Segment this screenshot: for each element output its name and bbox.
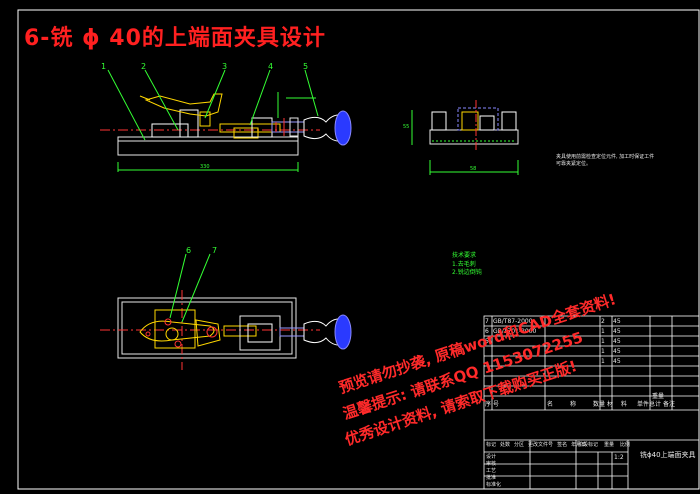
part-label-7: 7: [212, 246, 218, 255]
part-label-3: 3: [222, 62, 228, 71]
bom-header-9: 备注: [663, 401, 676, 408]
note-line-2: 可靠夹紧定位。: [556, 161, 592, 167]
part-label-6: 6: [186, 246, 192, 255]
bom-header-5: 数量: [593, 401, 606, 408]
bom-rows: 7 GB/T87-2000 2 45 6 GB/T701-2000 1 45 5…: [485, 317, 699, 367]
tb-row: 审核: [486, 461, 497, 467]
bom-no: 5: [485, 338, 489, 345]
bom-mat: 45: [613, 358, 621, 365]
bom-header: 序 号 名 称 数量 材 料 单件总计 备注: [485, 398, 699, 409]
part-label-2: 2: [141, 62, 147, 71]
bom-mat: 45: [613, 318, 621, 325]
tb-row: 设计: [486, 454, 497, 460]
bom-code: GB/T87-2000: [493, 318, 533, 325]
title-block: [483, 315, 700, 490]
front-view: [100, 69, 352, 172]
bom-header-3: 名: [546, 401, 553, 408]
tb-row: 批准: [486, 475, 497, 481]
requirement-2: 2.锐边倒钝: [452, 269, 482, 276]
tb-label: 处数: [500, 442, 511, 448]
tb-label: 标记: [486, 442, 497, 448]
bom-qty: 1: [601, 338, 605, 345]
bom-header-4: 称: [569, 401, 576, 408]
title-block-name: 铣ϕ40上端面夹具: [640, 451, 696, 459]
part-label-5: 5: [303, 62, 309, 71]
bom-header-7: 料: [621, 401, 628, 408]
bom-header-6: 材: [607, 401, 614, 408]
bom-row: 1 45: [485, 357, 699, 367]
bom-mat: 45: [613, 348, 621, 355]
tb-label: 更改文件号: [528, 442, 554, 448]
bom-qty: 1: [601, 328, 605, 335]
bom-row: 7 GB/T87-2000 2 45: [485, 317, 699, 327]
tb-row: 标准化: [486, 482, 502, 488]
bom-code: GB/T701-2000: [493, 328, 537, 335]
requirement-1: 1.去毛刺: [452, 261, 476, 268]
dim-width: 58: [470, 166, 477, 172]
part-label-4: 4: [268, 62, 274, 71]
requirements-heading: 技术要求: [452, 252, 477, 259]
title-block-scale: 1:2: [614, 454, 624, 461]
bom-no: 7: [485, 318, 489, 325]
bom-row: 5 1 45: [485, 337, 699, 347]
title-block-mid-labels: 阶段标记 重量 比例: [578, 441, 630, 448]
bom-qty: 1: [601, 348, 605, 355]
tb-mid-label: 阶段标记: [578, 442, 599, 448]
part-label-1: 1: [101, 62, 107, 71]
bom-row: 1 45: [485, 347, 699, 357]
top-view: [100, 253, 352, 370]
bom-qty: 1: [601, 358, 605, 365]
tb-row: 工艺: [486, 468, 497, 474]
note-line-1: 夹具使用前需检查定位元件, 加工时保证工件: [556, 154, 655, 160]
drawing-title: 6-铣 ϕ 40的上端面夹具设计: [24, 26, 326, 51]
bom-mat: 45: [613, 338, 621, 345]
tb-mid-label: 重量: [604, 442, 615, 448]
bom-header-1: 序: [485, 401, 492, 408]
bom-qty: 2: [601, 318, 605, 325]
bom-header-weight: 重量: [652, 393, 665, 400]
dim-length: 330: [200, 164, 210, 170]
bom-mat: 45: [613, 328, 621, 335]
tb-mid-label: 比例: [620, 442, 631, 448]
title-block-left-labels: 标记 处数 分区 更改文件号 签名 年月日: [486, 441, 586, 448]
bom-row: 6 GB/T701-2000 1 45: [485, 327, 699, 337]
title-block-rows: 设计 审核 工艺 批准 标准化: [486, 454, 501, 489]
side-view: [411, 100, 519, 175]
bom-header-8: 单件总计: [637, 401, 662, 408]
bom-header-2: 号: [493, 401, 500, 408]
tb-label: 年月日: [571, 442, 587, 448]
dim-height: 55: [403, 124, 410, 130]
bom-no: 6: [485, 328, 489, 335]
tb-label: 签名: [557, 442, 568, 448]
drawing-frame: [17, 9, 700, 490]
tb-label: 分区: [514, 442, 525, 448]
